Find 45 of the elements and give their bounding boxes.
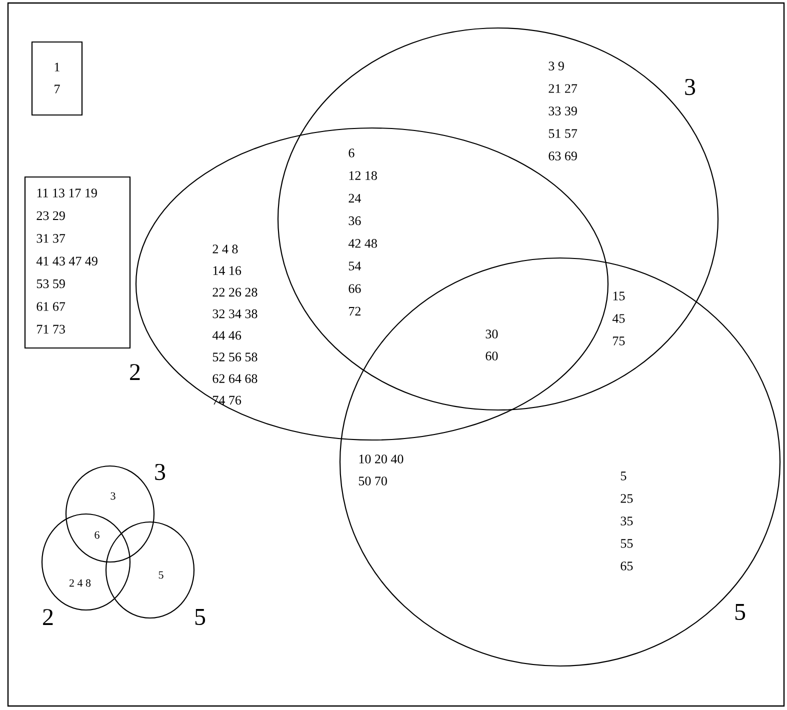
region-numbers: 65: [620, 562, 633, 570]
set-label: 5: [195, 609, 206, 625]
region-numbers: 72: [349, 306, 360, 316]
region-numbers: 45: [612, 314, 625, 323]
region-numbers: 63 69: [548, 152, 577, 160]
region-numbers: 5: [158, 571, 164, 579]
region-numbers: 2 4 8: [70, 579, 91, 587]
region-numbers: 3 9: [548, 62, 564, 70]
region-numbers: 52 56 58: [212, 352, 258, 362]
set-label: 2: [130, 364, 140, 380]
region-numbers: 66: [348, 284, 361, 293]
region-numbers: 54: [348, 262, 361, 270]
set-label: 5: [735, 604, 746, 620]
region-numbers: 75: [613, 336, 625, 346]
region-numbers: 62 64 68: [212, 374, 258, 383]
set-label: 3: [155, 464, 166, 480]
region-numbers: 74 76: [213, 396, 242, 405]
region-numbers: 55: [620, 539, 633, 548]
region-numbers: 30: [486, 330, 498, 338]
set-label: 3: [685, 78, 696, 96]
region-numbers: 6: [348, 148, 354, 158]
region-numbers: 50 70: [358, 476, 387, 486]
number-box: 11 13 17 19 23 29 31 37 41 43 47 49 53 59 61 67 71 73: [24, 176, 131, 349]
region-numbers: 3: [110, 492, 116, 500]
region-numbers: 60: [486, 352, 498, 360]
region-numbers: 10 20 40: [359, 454, 404, 464]
region-numbers: 14 16: [213, 266, 242, 275]
region-numbers: 25: [620, 494, 633, 503]
set-label: 2: [43, 609, 53, 625]
region-numbers: 12 18: [349, 171, 377, 180]
region-numbers: 44 46: [212, 331, 242, 340]
region-numbers: 51 57: [548, 129, 578, 138]
region-numbers: 33 39: [548, 106, 577, 116]
region-numbers: 5: [620, 472, 626, 480]
region-numbers: 36: [348, 216, 361, 226]
region-numbers: 15: [613, 292, 625, 300]
region-numbers: 35: [620, 516, 633, 526]
number-box: 1 7: [31, 41, 83, 116]
region-numbers: 2 4 8: [212, 244, 238, 254]
region-numbers: 6: [94, 531, 100, 539]
region-numbers: 42 48: [348, 239, 377, 248]
region-numbers: 24: [348, 194, 361, 202]
region-numbers: 22 26 28: [212, 288, 258, 297]
region-numbers: 21 27: [548, 84, 578, 93]
region-numbers: 32 34 38: [212, 309, 258, 318]
